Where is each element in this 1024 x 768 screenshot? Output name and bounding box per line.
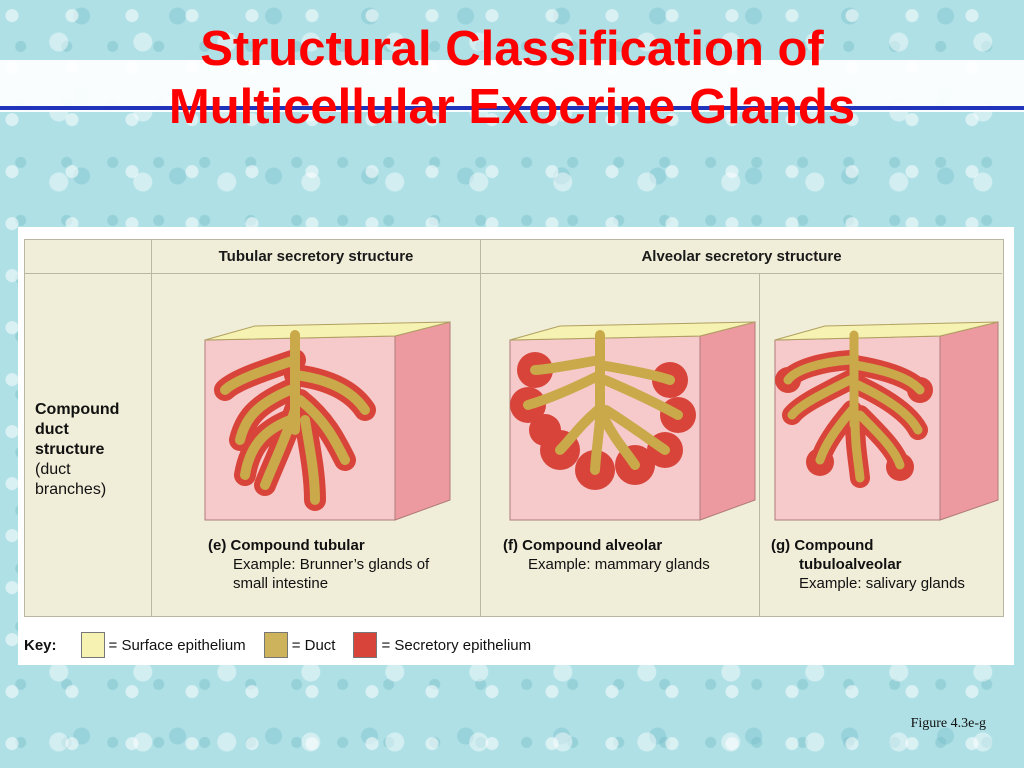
slide-title: Structural Classification of Multicellul…: [0, 20, 1024, 136]
title-line-1: Structural Classification of: [200, 22, 824, 76]
caption-e-letter: (e): [208, 537, 227, 554]
surface-swatch: [80, 632, 105, 658]
surface-epithelium: [774, 321, 999, 341]
caption-compound-alveolar: (f) Compound alveolar Example: mammary g…: [503, 536, 753, 574]
key-secretory-label: = Secretory epithelium: [381, 636, 532, 654]
row-label-line-4: (duct: [35, 461, 71, 478]
duct-branches: [220, 330, 370, 505]
divider-3: [759, 274, 760, 616]
key-item-secretory: = Secretory epithelium: [353, 632, 531, 658]
caption-g-name: Compound: [794, 537, 874, 554]
divider-1: [151, 240, 152, 616]
tissue-side: [939, 321, 999, 521]
caption-e-name: Compound tubular: [230, 537, 365, 554]
row-label-line-3: structure: [35, 441, 105, 458]
divider-2: [480, 240, 481, 616]
duct-branches: [783, 330, 925, 483]
key-duct-label: = Duct: [291, 636, 336, 654]
title-rule: [0, 106, 1024, 110]
tissue-side: [699, 321, 756, 521]
color-key: Key: = Surface epithelium = Duct = Secre…: [24, 630, 549, 660]
title-line-2: Multicellular Exocrine Glands: [168, 80, 856, 134]
row-label-line-1: Compound: [35, 401, 120, 418]
row-label-compound-duct: Compound duct structure (duct branches): [35, 400, 155, 500]
key-surface-label: = Surface epithelium: [108, 636, 246, 654]
surface-epithelium: [204, 321, 451, 341]
tissue-side: [394, 321, 451, 521]
key-item-surface: = Surface epithelium: [80, 632, 246, 658]
caption-f-example-1: Example: mammary glands: [528, 556, 710, 573]
caption-compound-tubuloalveolar: (g) Compound tubuloalveolar Example: sal…: [771, 536, 1001, 593]
duct-branches: [523, 330, 683, 475]
key-label: Key:: [24, 636, 57, 654]
caption-compound-tubular: (e) Compound tubular Example: Brunner’s …: [208, 536, 478, 593]
secretory-tubules: [214, 330, 376, 511]
compound-alveolar-illustration: [509, 321, 756, 521]
caption-f-letter: (f): [503, 537, 518, 554]
header-blank-cell: [25, 240, 152, 274]
header-alveolar: Alveolar secretory structure: [481, 240, 1002, 274]
header-tubular: Tubular secretory structure: [152, 240, 481, 274]
caption-g-example-1: Example: salivary glands: [799, 575, 965, 592]
row-label-line-5: branches): [35, 481, 107, 498]
gland-figure: Tubular secretory structure Alveolar sec…: [18, 227, 1014, 665]
duct-swatch: [263, 632, 288, 658]
surface-epithelium: [509, 321, 756, 341]
caption-e-example-1: Example: Brunner’s glands of: [233, 556, 430, 573]
row-label-line-2: duct: [35, 421, 69, 438]
figure-reference: Figure 4.3e-g: [910, 716, 986, 731]
caption-f-name: Compound alveolar: [522, 537, 663, 554]
compound-tubuloalveolar-illustration: [774, 321, 999, 521]
title-band: [0, 60, 1024, 112]
secretory-swatch: [353, 632, 378, 658]
key-item-duct: = Duct: [263, 632, 336, 658]
classification-table: Tubular secretory structure Alveolar sec…: [24, 239, 1004, 617]
compound-tubular-illustration: [204, 321, 451, 521]
caption-e-example-2: small intestine: [233, 575, 329, 592]
caption-g-name-2: tubuloalveolar: [799, 556, 902, 573]
caption-g-letter: (g): [771, 537, 791, 554]
